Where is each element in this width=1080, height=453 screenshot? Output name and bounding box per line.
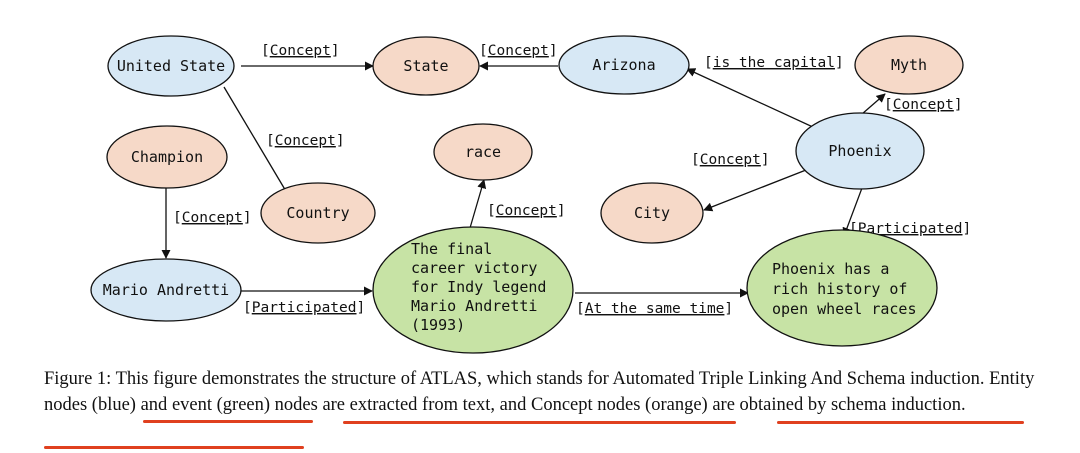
node-united-state: United State bbox=[107, 35, 235, 97]
svg-text:Myth: Myth bbox=[891, 56, 927, 74]
svg-text:Mario Andretti: Mario Andretti bbox=[103, 281, 229, 299]
edge-phoenix-city bbox=[703, 169, 807, 212]
edge-label-champion-mario: [Concept] bbox=[173, 210, 252, 226]
node-arizona: Arizona bbox=[558, 35, 690, 95]
node-mario-andretti: Mario Andretti bbox=[90, 258, 242, 322]
edge-phoenix-myth bbox=[861, 93, 886, 115]
edge-victory-race bbox=[469, 179, 487, 229]
edge-phoenix-arizona bbox=[686, 68, 816, 129]
highlight-underline-event bbox=[343, 421, 736, 424]
edge-labels: [Concept] [Concept] [is the capital] [Co… bbox=[173, 43, 971, 317]
edge-label-us-country: [Concept] bbox=[266, 133, 345, 149]
node-event-phoenix: Phoenix has a rich history of open wheel… bbox=[746, 229, 938, 347]
event-victory-line: career victory bbox=[411, 259, 537, 277]
edge-label-phoenix-event: [Participated] bbox=[849, 221, 971, 237]
edge-label-phoenix-city: [Concept] bbox=[691, 152, 770, 168]
caption-end: . bbox=[960, 395, 966, 415]
node-champion: Champion bbox=[106, 125, 228, 189]
svg-text:United State: United State bbox=[117, 57, 225, 75]
svg-text:Champion: Champion bbox=[131, 148, 203, 166]
atlas-diagram: [Concept] [Concept] [is the capital] [Co… bbox=[90, 35, 971, 354]
edge-us-country bbox=[223, 86, 291, 199]
figure-caption: Figure 1: This figure demonstrates the s… bbox=[44, 366, 1044, 418]
node-country: Country bbox=[260, 182, 376, 244]
node-race: race bbox=[433, 123, 533, 181]
svg-text:Arizona: Arizona bbox=[592, 56, 655, 74]
nodes: United State State Arizona Myth Champion… bbox=[90, 35, 964, 354]
node-event-victory: The final career victory for Indy legend… bbox=[372, 226, 574, 354]
edge-label-mario-victory: [Participated] bbox=[243, 300, 365, 316]
event-victory-line: (1993) bbox=[411, 316, 465, 334]
caption-concept-highlight: Concept nodes (orange) are obtained by s… bbox=[530, 395, 961, 415]
event-victory-line: Mario Andretti bbox=[411, 297, 537, 315]
edges bbox=[161, 61, 886, 298]
svg-text:Country: Country bbox=[286, 204, 349, 222]
edge-phoenix-event bbox=[842, 187, 863, 237]
caption-connector: , and bbox=[490, 395, 531, 415]
highlight-underline-schema bbox=[44, 446, 304, 449]
node-city: City bbox=[600, 182, 704, 244]
edge-label-victory-phoenix-event: [At the same time] bbox=[576, 301, 733, 317]
node-phoenix: Phoenix bbox=[795, 112, 925, 190]
edge-label-us-state: [Concept] bbox=[261, 43, 340, 59]
event-phoenix-line: open wheel races bbox=[772, 300, 917, 318]
node-myth: Myth bbox=[854, 35, 964, 95]
svg-text:Phoenix: Phoenix bbox=[828, 142, 891, 160]
edge-label-phoenix-myth: [Concept] bbox=[884, 97, 963, 113]
svg-text:State: State bbox=[403, 57, 448, 75]
node-state: State bbox=[372, 36, 480, 96]
edge-label-phoenix-arizona: [is the capital] bbox=[704, 55, 844, 71]
caption-connector: and bbox=[135, 395, 172, 415]
caption-intro: Figure 1: This figure demonstrates the s… bbox=[44, 369, 990, 389]
edge-label-arizona-state: [Concept] bbox=[479, 43, 558, 59]
svg-text:race: race bbox=[465, 143, 501, 161]
event-phoenix-line: rich history of bbox=[772, 280, 907, 298]
edge-label-victory-race: [Concept] bbox=[487, 203, 566, 219]
caption-entity-highlight: Entity nodes (blue) bbox=[44, 369, 1035, 415]
svg-text:City: City bbox=[634, 204, 670, 222]
event-victory-line: for Indy legend bbox=[411, 278, 546, 296]
caption-event-highlight: event (green) nodes are extracted from t… bbox=[171, 395, 491, 415]
event-victory-line: The final bbox=[411, 240, 492, 258]
highlight-underline-concept bbox=[777, 421, 1024, 424]
event-phoenix-line: Phoenix has a bbox=[772, 260, 889, 278]
highlight-underline-entity bbox=[143, 420, 313, 423]
